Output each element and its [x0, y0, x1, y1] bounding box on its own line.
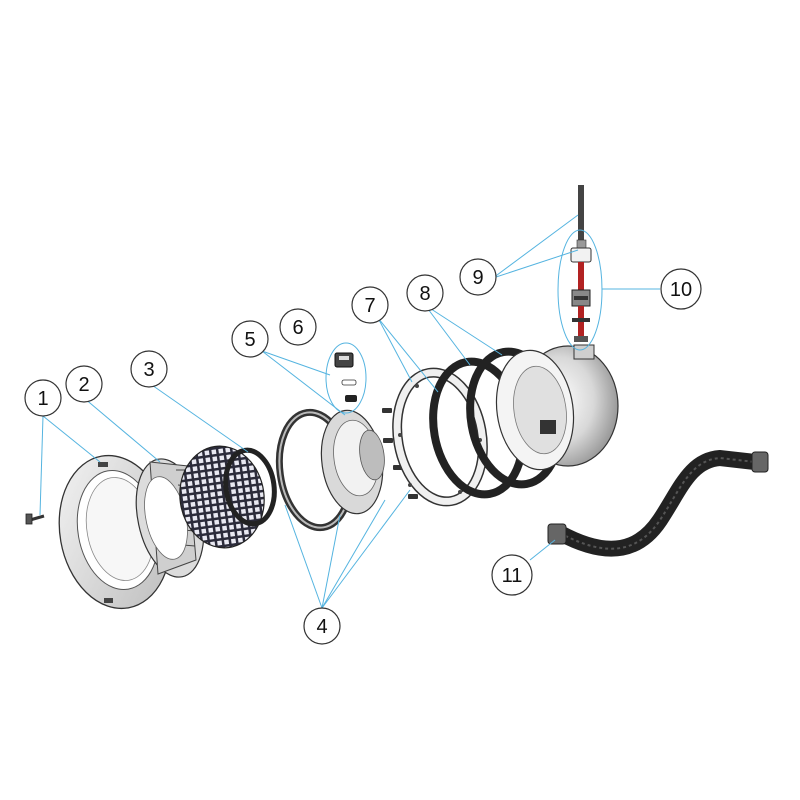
callout-10: 10 — [660, 268, 702, 310]
svg-text:10: 10 — [670, 279, 692, 301]
callout-4: 4 — [303, 607, 341, 645]
part-9-cable — [570, 185, 592, 263]
svg-text:4: 4 — [316, 616, 327, 638]
callout-5: 5 — [231, 320, 269, 358]
callout-8: 8 — [406, 274, 444, 312]
svg-text:6: 6 — [292, 317, 303, 339]
callout-7: 7 — [351, 286, 389, 324]
callout-9: 9 — [459, 258, 497, 296]
part-5-lamp-holder — [320, 409, 385, 515]
part-10-cable-gland — [571, 262, 591, 342]
housing-niche — [495, 344, 619, 471]
callout-6: 6 — [279, 308, 317, 346]
part-1-screw — [25, 513, 45, 525]
svg-text:8: 8 — [419, 283, 430, 305]
svg-text:9: 9 — [472, 267, 483, 289]
part-6-clip — [334, 352, 357, 402]
svg-text:3: 3 — [143, 359, 154, 381]
part-4-screws — [382, 408, 418, 499]
callout-2: 2 — [65, 365, 103, 403]
leader-lines — [39, 214, 660, 609]
svg-text:5: 5 — [244, 329, 255, 351]
callout-11: 11 — [491, 554, 533, 596]
part-7-flat-ring — [392, 367, 488, 507]
callout-1: 1 — [24, 379, 62, 417]
svg-text:7: 7 — [364, 295, 375, 317]
callout-3: 3 — [130, 350, 168, 388]
svg-text:11: 11 — [502, 565, 523, 587]
svg-text:1: 1 — [37, 388, 48, 410]
part-11-conduit-hose — [547, 449, 769, 557]
svg-text:2: 2 — [78, 374, 89, 396]
